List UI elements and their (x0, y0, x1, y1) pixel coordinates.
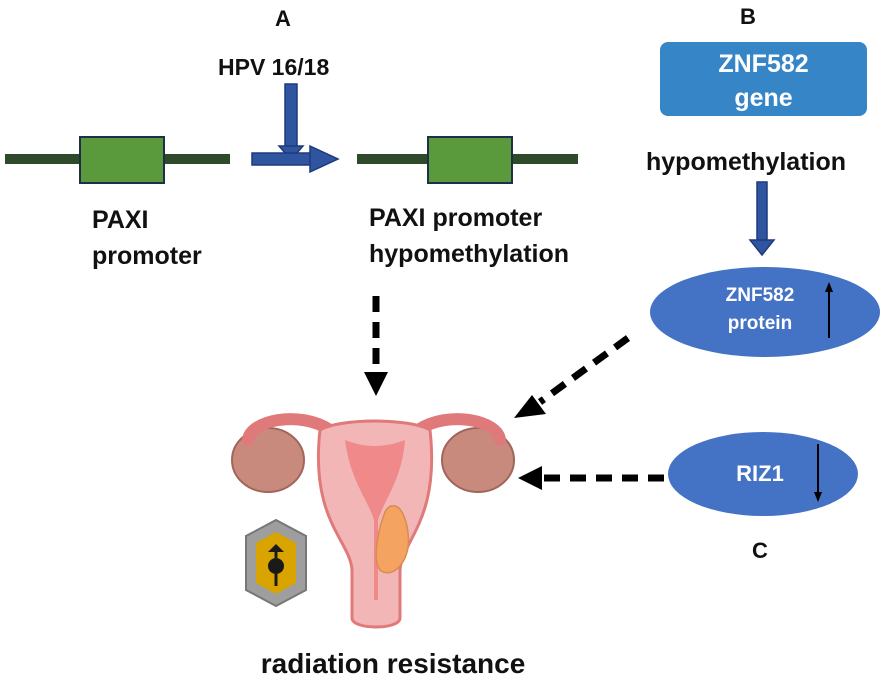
result-label-line1: PAXI promoter (369, 204, 543, 232)
uterus-illustration (231, 413, 515, 629)
outcome-label: radiation resistance (260, 648, 526, 679)
riz1-label: RIZ1 (736, 461, 784, 486)
result-label-line2: hypomethylation (369, 240, 570, 268)
panel-label-a: A (275, 6, 291, 31)
up-arrow-icon (825, 282, 833, 338)
paxi-promoter-schematic-left (5, 136, 230, 184)
znf582-protein-line1: ZNF582 (725, 285, 795, 306)
hypomethylation-arrow (748, 181, 776, 257)
dashed-arrow-left (518, 466, 664, 490)
znf582-gene-line2: gene (734, 84, 793, 112)
dashed-arrow-diagonal (514, 335, 631, 418)
dashed-arrow-down (364, 296, 388, 396)
paxi-promoter-schematic-right (357, 136, 578, 184)
hpv-arrow (251, 83, 340, 174)
paxi-label-line1: PAXI (92, 206, 149, 234)
znf582-protein-ellipse (650, 267, 880, 357)
panel-label-b: B (740, 4, 756, 29)
shield-icon (245, 518, 307, 608)
panel-label-c: C (752, 538, 768, 563)
hypomethylation-label: hypomethylation (646, 148, 847, 176)
down-arrow-icon (814, 444, 822, 502)
paxi-label-line2: promoter (92, 242, 202, 270)
znf582-gene-box (660, 42, 867, 116)
riz1-ellipse (668, 432, 858, 516)
znf582-gene-line1: ZNF582 (718, 50, 809, 78)
hpv-label: HPV 16/18 (218, 54, 330, 80)
znf582-protein-line2: protein (727, 313, 793, 334)
